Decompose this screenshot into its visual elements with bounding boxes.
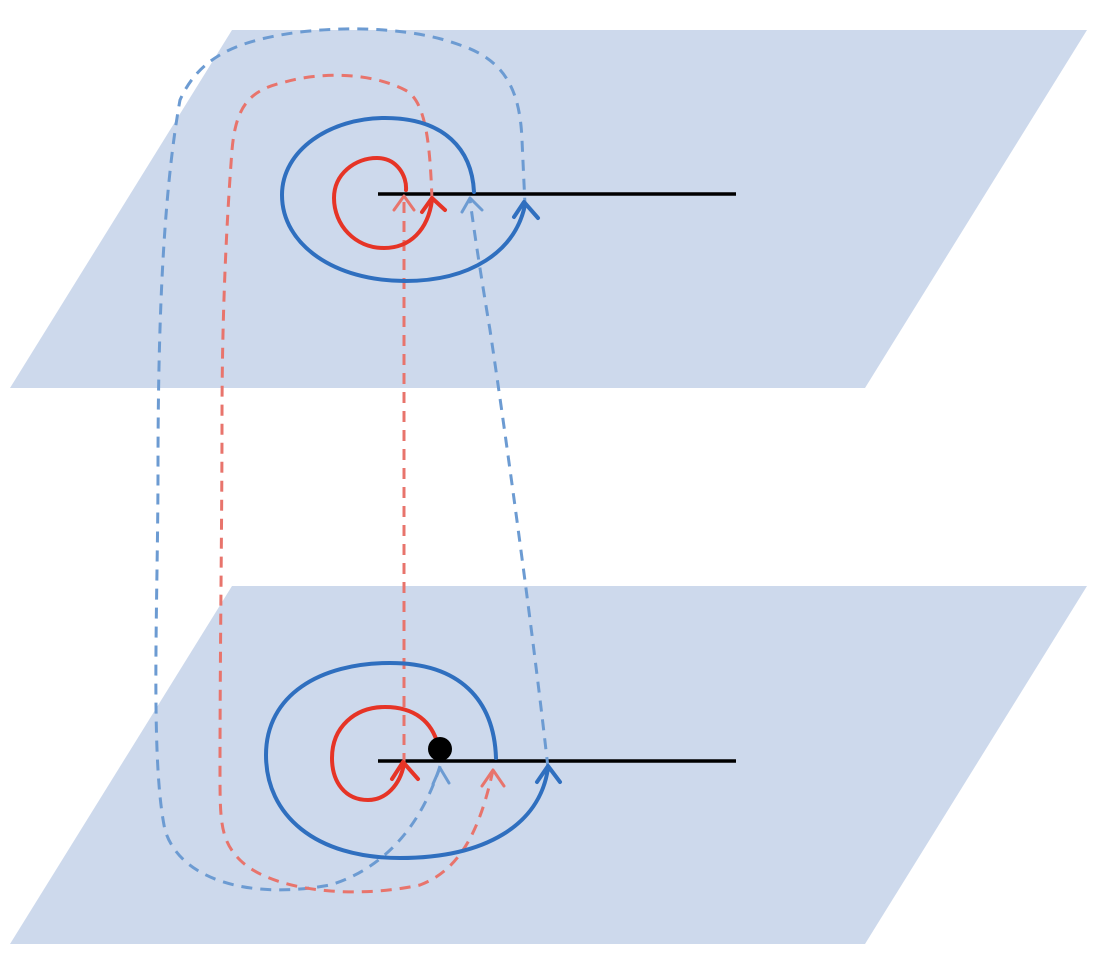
lower-red-arrowhead bbox=[390, 760, 420, 781]
upper-blue-light-arrowhead bbox=[460, 196, 484, 214]
base-point bbox=[428, 737, 452, 761]
blue-vertical-dashed-connector bbox=[468, 199, 550, 769]
upper-sheet bbox=[10, 30, 1087, 388]
upper-red-spiral bbox=[332, 156, 434, 250]
lower-blue-arrowhead bbox=[535, 764, 562, 784]
blue-outer-dashed-connector bbox=[154, 27, 527, 892]
upper-red-arrowhead bbox=[420, 196, 447, 214]
red-outer-dashed-connector bbox=[218, 73, 495, 894]
lower-red-light-arrowhead bbox=[480, 768, 506, 788]
upper-red-light-arrowhead bbox=[392, 194, 416, 212]
lower-red-spiral bbox=[330, 705, 440, 802]
lower-blue-spiral bbox=[264, 661, 550, 860]
upper-blue-spiral bbox=[280, 116, 527, 283]
lower-blue-light-arrowhead bbox=[431, 766, 451, 786]
upper-blue-arrowhead bbox=[512, 200, 540, 220]
